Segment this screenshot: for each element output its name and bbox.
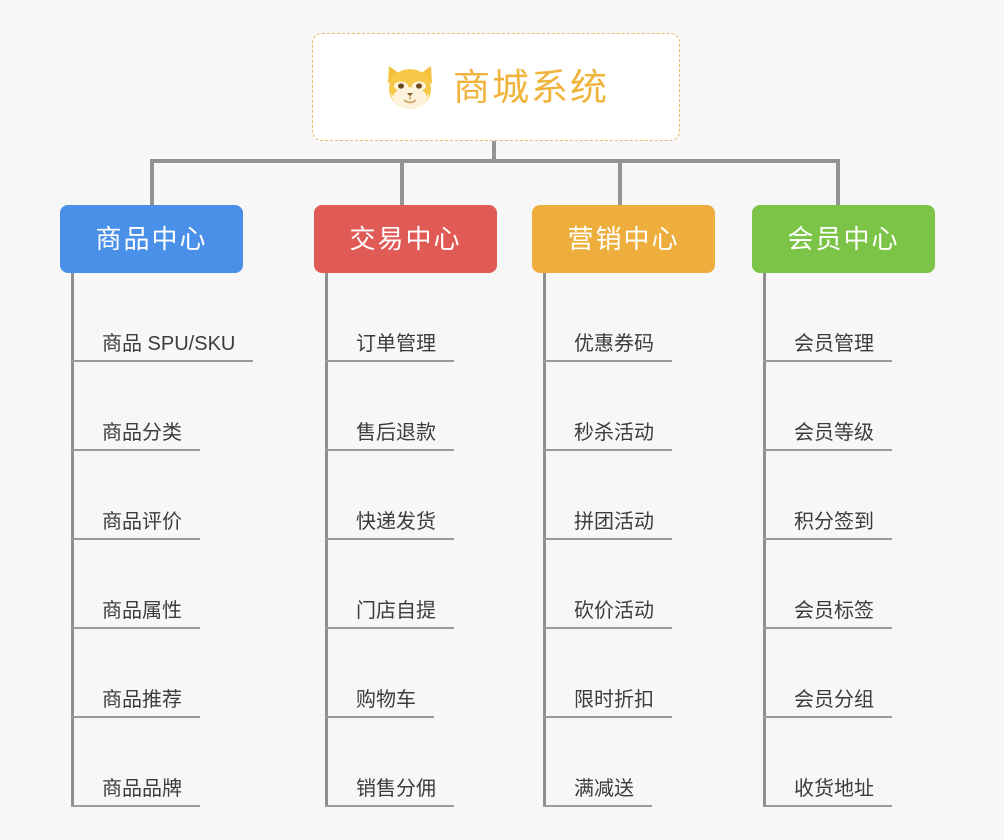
list-item[interactable]: 会员标签 — [752, 540, 962, 629]
leaf-label: 收货地址 — [763, 777, 892, 807]
leaf-label: 商品推荐 — [71, 688, 200, 718]
leaf-label: 限时折扣 — [543, 688, 672, 718]
branch-column-3: 营销中心 优惠券码 秒杀活动 拼团活动 砍价活动 限时折扣 满减送 — [532, 205, 742, 807]
root-node-title: 商城系统 — [453, 66, 609, 108]
leaf-label: 销售分佣 — [325, 777, 454, 807]
category-box-1[interactable]: 商品中心 — [60, 205, 243, 273]
list-item[interactable]: 商品品牌 — [60, 718, 305, 807]
leaf-label: 会员等级 — [763, 421, 892, 451]
leaf-label: 商品评价 — [71, 510, 200, 540]
leaf-label: 优惠券码 — [543, 332, 672, 362]
category-label-2: 交易中心 — [349, 224, 462, 254]
leaf-label: 砍价活动 — [543, 599, 672, 629]
list-item[interactable]: 门店自提 — [314, 540, 524, 629]
category-box-2[interactable]: 交易中心 — [314, 205, 497, 273]
connector-drop-2 — [400, 159, 404, 205]
leaf-label: 会员分组 — [763, 688, 892, 718]
list-item[interactable]: 购物车 — [314, 629, 524, 718]
category-box-4[interactable]: 会员中心 — [752, 205, 935, 273]
category-label-1: 商品中心 — [95, 224, 208, 254]
list-item[interactable]: 商品评价 — [60, 451, 305, 540]
list-item[interactable]: 秒杀活动 — [532, 362, 742, 451]
list-item[interactable]: 满减送 — [532, 718, 742, 807]
branch-spine-1 — [71, 273, 74, 807]
list-item[interactable]: 会员管理 — [752, 273, 962, 362]
list-item[interactable]: 会员等级 — [752, 362, 962, 451]
root-node-shop-system[interactable]: 商城系统 — [312, 33, 680, 141]
leaf-list-2: 订单管理 售后退款 快递发货 门店自提 购物车 销售分佣 — [314, 273, 524, 807]
connector-root-stem — [492, 141, 496, 161]
leaf-label: 会员管理 — [763, 332, 892, 362]
leaf-label: 商品 SPU/SKU — [71, 332, 254, 362]
leaf-label: 售后退款 — [325, 421, 454, 451]
branch-column-1: 商品中心 商品 SPU/SKU 商品分类 商品评价 商品属性 商品推荐 商品品牌 — [60, 205, 305, 807]
leaf-label: 商品分类 — [71, 421, 200, 451]
list-item[interactable]: 商品分类 — [60, 362, 305, 451]
category-label-4: 会员中心 — [787, 224, 900, 254]
branch-spine-2 — [325, 273, 328, 807]
connector-drop-3 — [618, 159, 622, 205]
leaf-list-3: 优惠券码 秒杀活动 拼团活动 砍价活动 限时折扣 满减送 — [532, 273, 742, 807]
list-item[interactable]: 商品推荐 — [60, 629, 305, 718]
leaf-label: 秒杀活动 — [543, 421, 672, 451]
leaf-label: 满减送 — [543, 777, 652, 807]
leaf-label: 积分签到 — [763, 510, 892, 540]
leaf-label: 门店自提 — [325, 599, 454, 629]
leaf-label: 商品品牌 — [71, 777, 200, 807]
list-item[interactable]: 快递发货 — [314, 451, 524, 540]
list-item[interactable]: 订单管理 — [314, 273, 524, 362]
leaf-label: 商品属性 — [71, 599, 200, 629]
list-item[interactable]: 积分签到 — [752, 451, 962, 540]
branch-column-2: 交易中心 订单管理 售后退款 快递发货 门店自提 购物车 销售分佣 — [314, 205, 524, 807]
connector-drop-1 — [150, 159, 154, 205]
category-label-3: 营销中心 — [567, 224, 680, 254]
list-item[interactable]: 会员分组 — [752, 629, 962, 718]
leaf-list-1: 商品 SPU/SKU 商品分类 商品评价 商品属性 商品推荐 商品品牌 — [60, 273, 305, 807]
leaf-label: 快递发货 — [325, 510, 454, 540]
list-item[interactable]: 收货地址 — [752, 718, 962, 807]
leaf-label: 购物车 — [325, 688, 434, 718]
list-item[interactable]: 销售分佣 — [314, 718, 524, 807]
list-item[interactable]: 拼团活动 — [532, 451, 742, 540]
branch-column-4: 会员中心 会员管理 会员等级 积分签到 会员标签 会员分组 收货地址 — [752, 205, 962, 807]
leaf-list-4: 会员管理 会员等级 积分签到 会员标签 会员分组 收货地址 — [752, 273, 962, 807]
list-item[interactable]: 砍价活动 — [532, 540, 742, 629]
list-item[interactable]: 商品属性 — [60, 540, 305, 629]
shiba-dog-icon — [388, 66, 432, 109]
list-item[interactable]: 售后退款 — [314, 362, 524, 451]
connector-drop-4 — [836, 159, 840, 205]
category-box-3[interactable]: 营销中心 — [532, 205, 715, 273]
list-item[interactable]: 优惠券码 — [532, 273, 742, 362]
branch-spine-4 — [763, 273, 766, 807]
leaf-label: 拼团活动 — [543, 510, 672, 540]
leaf-label: 订单管理 — [325, 332, 454, 362]
connector-horizontal-bus — [150, 159, 840, 163]
leaf-label: 会员标签 — [763, 599, 892, 629]
list-item[interactable]: 商品 SPU/SKU — [60, 273, 305, 362]
branch-spine-3 — [543, 273, 546, 807]
list-item[interactable]: 限时折扣 — [532, 629, 742, 718]
